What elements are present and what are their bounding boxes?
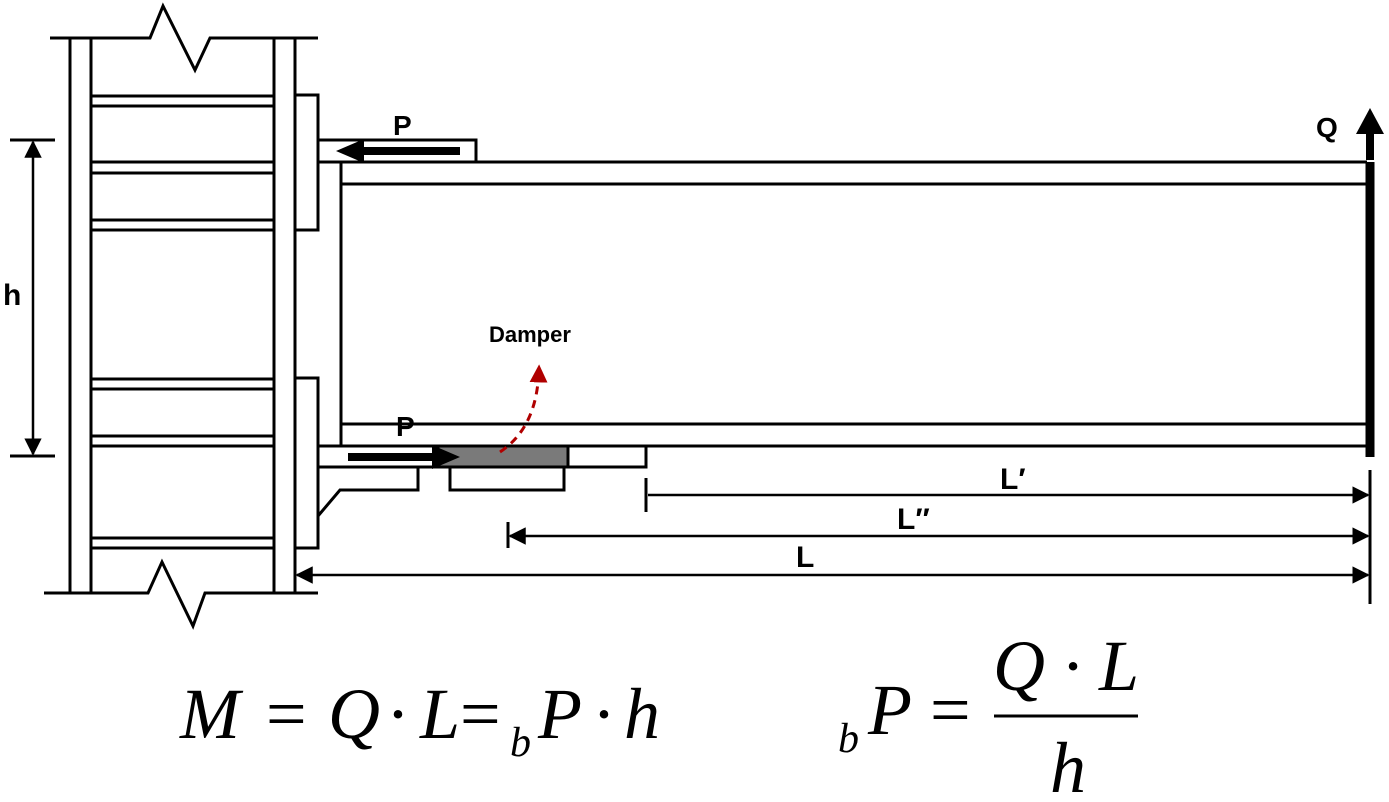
height-label: h	[3, 279, 21, 312]
column	[44, 2, 318, 630]
force-arrow-top	[336, 139, 460, 163]
top-splice-plate	[318, 138, 478, 162]
formula2-eq: =	[930, 670, 971, 750]
haunch-plate	[316, 467, 420, 521]
force-label-bottom: P	[396, 411, 415, 442]
dim-label-l-double-prime: L″	[897, 503, 930, 536]
column-break-top	[50, 2, 318, 74]
damper-label: Damper	[489, 322, 571, 347]
force-label-top: P	[393, 110, 412, 141]
length-dimensions	[295, 470, 1372, 604]
formula-dot1: ·	[386, 674, 410, 754]
formula2-sub-b: b	[838, 716, 859, 762]
force-formula: b P = Q · L h	[838, 626, 1139, 802]
formula2-numerator: Q · L	[993, 626, 1139, 706]
height-dimension	[10, 138, 55, 458]
end-plates	[295, 93, 320, 550]
lower-cover-plate	[448, 467, 566, 492]
dim-label-l-prime: L′	[1000, 463, 1026, 496]
end-plate-bottom	[295, 376, 320, 550]
formula-eq1: =	[266, 674, 307, 754]
end-plate-top	[295, 93, 320, 232]
formula-sub-b: b	[510, 720, 531, 766]
force-arrow-bottom	[348, 445, 460, 469]
shear-label: Q	[1316, 112, 1338, 143]
column-break-bottom	[44, 558, 318, 630]
formula-dot2: ·	[592, 674, 616, 754]
formula-m: M	[179, 674, 244, 754]
damper-pointer	[499, 364, 548, 454]
formula-p: P	[537, 674, 582, 754]
formula-h: h	[624, 674, 660, 754]
formula-l: L	[419, 674, 460, 754]
formula-q: Q	[328, 674, 380, 754]
shear-arrow	[1356, 108, 1384, 160]
formula2-p: P	[867, 670, 912, 750]
moment-formula: M = Q · L = b P · h	[179, 674, 660, 766]
formula-eq2: =	[460, 674, 501, 754]
beam	[318, 160, 1375, 457]
formula2-denominator: h	[1050, 728, 1086, 802]
dim-label-l: L	[796, 541, 814, 574]
